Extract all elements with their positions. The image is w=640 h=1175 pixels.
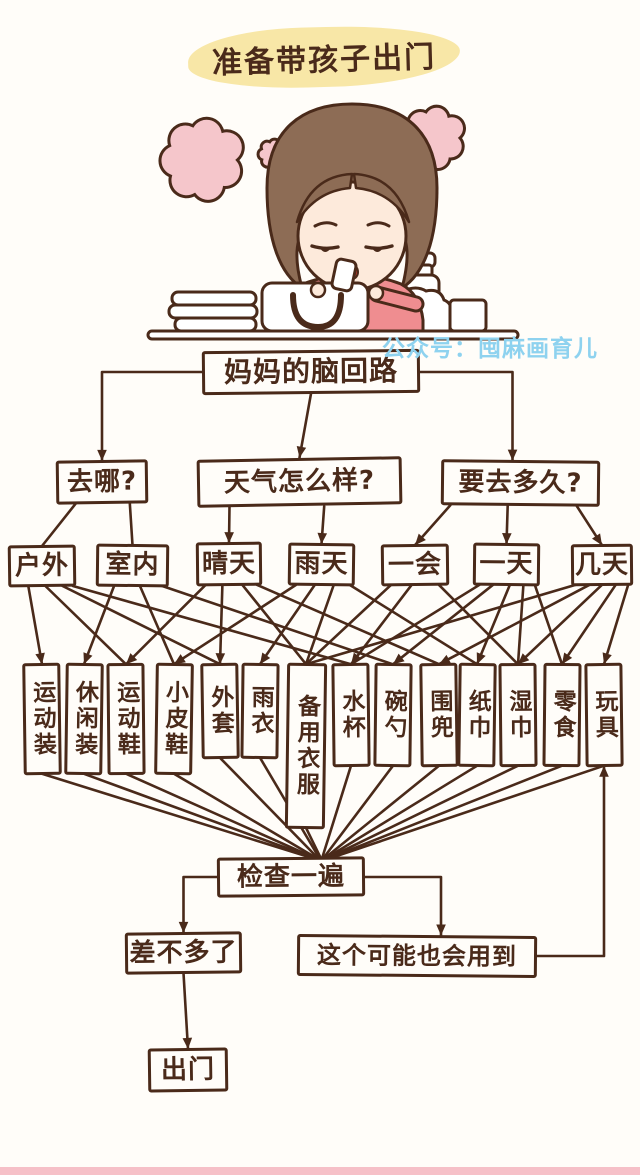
node-wet-wipes: 湿巾 [498, 662, 538, 768]
node-sportswear: 运动装 [22, 662, 62, 776]
mom-left-hand [309, 281, 327, 299]
node-bib: 围兜 [419, 662, 459, 768]
mom-packing-illustration [146, 102, 520, 341]
thought-cloud-large-left [158, 116, 246, 204]
node-indoor: 室内 [95, 543, 170, 588]
node-where-question: 去哪? [55, 459, 149, 505]
node-rainy: 雨天 [287, 542, 356, 587]
node-might-need-this: 这个可能也会用到 [296, 933, 538, 979]
watermark: 公众号：囤麻画育儿 [382, 336, 598, 362]
node-spare-clothes: 备用衣服 [284, 662, 328, 830]
towel-stack [167, 290, 259, 333]
mom-bangs-right [352, 172, 411, 224]
wipes-box [448, 298, 488, 333]
node-leather-shoes: 小皮鞋 [154, 662, 194, 776]
poster-title: 准备带孩子出门 [211, 39, 437, 82]
bottom-accent-bar [0, 1167, 640, 1175]
node-sunny: 晴天 [195, 541, 263, 587]
left-eye [320, 248, 331, 252]
left-eyebrow [313, 221, 338, 228]
mom-bangs-left [295, 172, 354, 224]
node-tissues: 纸巾 [457, 662, 497, 768]
mom-right-hand [367, 284, 385, 302]
node-casual-wear: 休闲装 [64, 662, 104, 776]
node-outdoor: 户外 [7, 544, 77, 588]
poster-title-highlight: 准备带孩子出门 [187, 23, 461, 91]
node-several-days: 几天 [570, 543, 634, 587]
node-weather-question: 天气怎么样? [196, 456, 403, 508]
bag-handle [290, 292, 344, 331]
node-snacks: 零食 [542, 662, 582, 768]
right-eyebrow [366, 221, 391, 228]
mom-figure [265, 102, 439, 333]
node-bowl-spoon: 碗勺 [373, 662, 413, 768]
node-toys: 玩具 [584, 662, 624, 768]
right-eye [372, 248, 383, 252]
node-raincoat: 雨衣 [240, 662, 280, 760]
node-water-cup: 水杯 [331, 662, 371, 768]
node-sneakers: 运动鞋 [106, 662, 146, 776]
node-coat: 外套 [200, 662, 240, 760]
node-check-everything: 检查一遍 [216, 856, 366, 898]
node-short-while: 一会 [380, 543, 450, 587]
node-go-out: 出门 [147, 1047, 229, 1093]
node-duration-question: 要去多久? [440, 459, 601, 507]
node-one-day: 一天 [472, 542, 541, 587]
node-almost-done: 差不多了 [124, 931, 243, 975]
cloth-in-bag [330, 257, 358, 293]
